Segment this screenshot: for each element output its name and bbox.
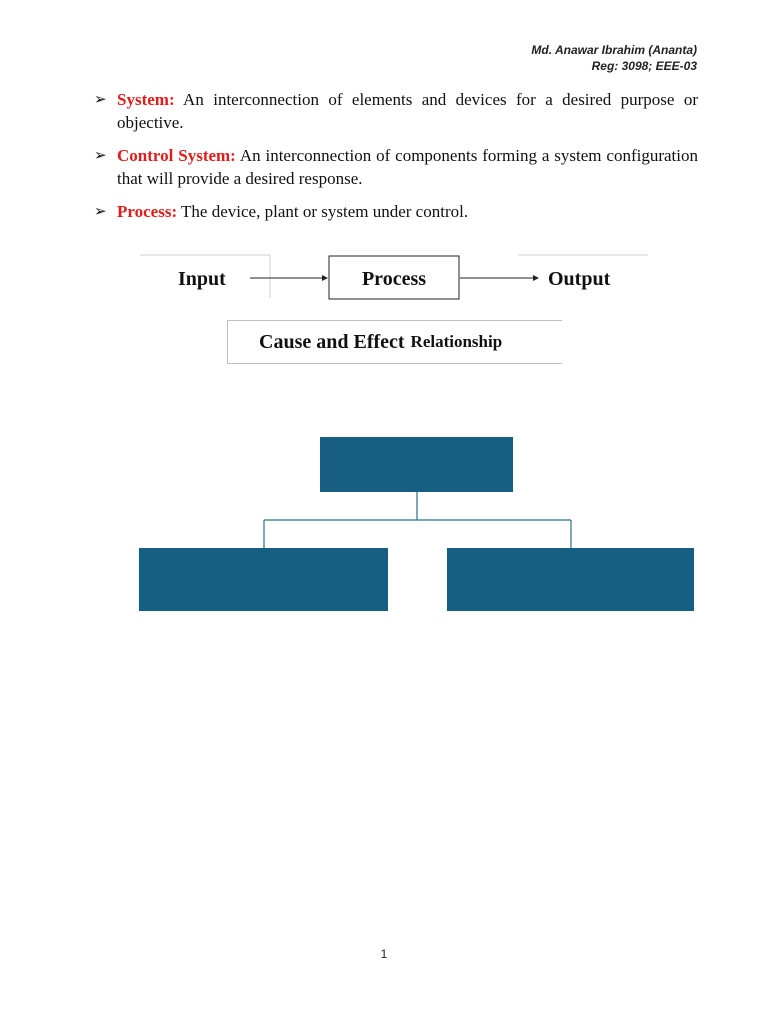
arrow-bullet-icon: ➢ [94, 90, 107, 108]
definition-text: An interconnection of elements and devic… [117, 90, 698, 132]
arrow-bullet-icon: ➢ [94, 146, 107, 164]
definition-item-system: ➢ System: An interconnection of elements… [94, 88, 698, 134]
arrow-bullet-icon: ➢ [94, 202, 107, 220]
process-block-diagram: Input Process Output [140, 254, 648, 300]
definition-item-control-system: ➢ Control System: An interconnection of … [94, 144, 698, 190]
definitions-list: ➢ System: An interconnection of elements… [94, 88, 698, 233]
page-header: Md. Anawar Ibrahim (Ananta) Reg: 3098; E… [531, 42, 697, 74]
org-chart-child-box-left [139, 548, 388, 611]
author-name: Md. Anawar Ibrahim (Ananta) [531, 43, 697, 57]
definition-text: An interconnection of components forming… [117, 146, 699, 188]
process-box [328, 255, 460, 300]
org-chart-child-box-right [447, 548, 694, 611]
definition-text: The device, plant or system under contro… [177, 202, 469, 221]
definition-term: Control System: [117, 146, 236, 165]
page-number: 1 [380, 947, 388, 961]
definition-term: System: [117, 90, 175, 109]
cause-effect-caption: Cause and Effect Relationship [227, 320, 562, 364]
definition-item-process: ➢ Process: The device, plant or system u… [94, 200, 698, 223]
relationship-label: Relationship [410, 332, 503, 351]
org-chart-root-box [320, 437, 513, 492]
registration-info: Reg: 3098; EEE-03 [591, 59, 697, 73]
cause-effect-title: Cause and Effect [259, 330, 405, 353]
process-label: Process [362, 268, 426, 290]
definition-term: Process: [117, 202, 178, 221]
input-label: Input [178, 268, 226, 290]
org-chart [139, 437, 694, 611]
output-label: Output [548, 268, 611, 290]
